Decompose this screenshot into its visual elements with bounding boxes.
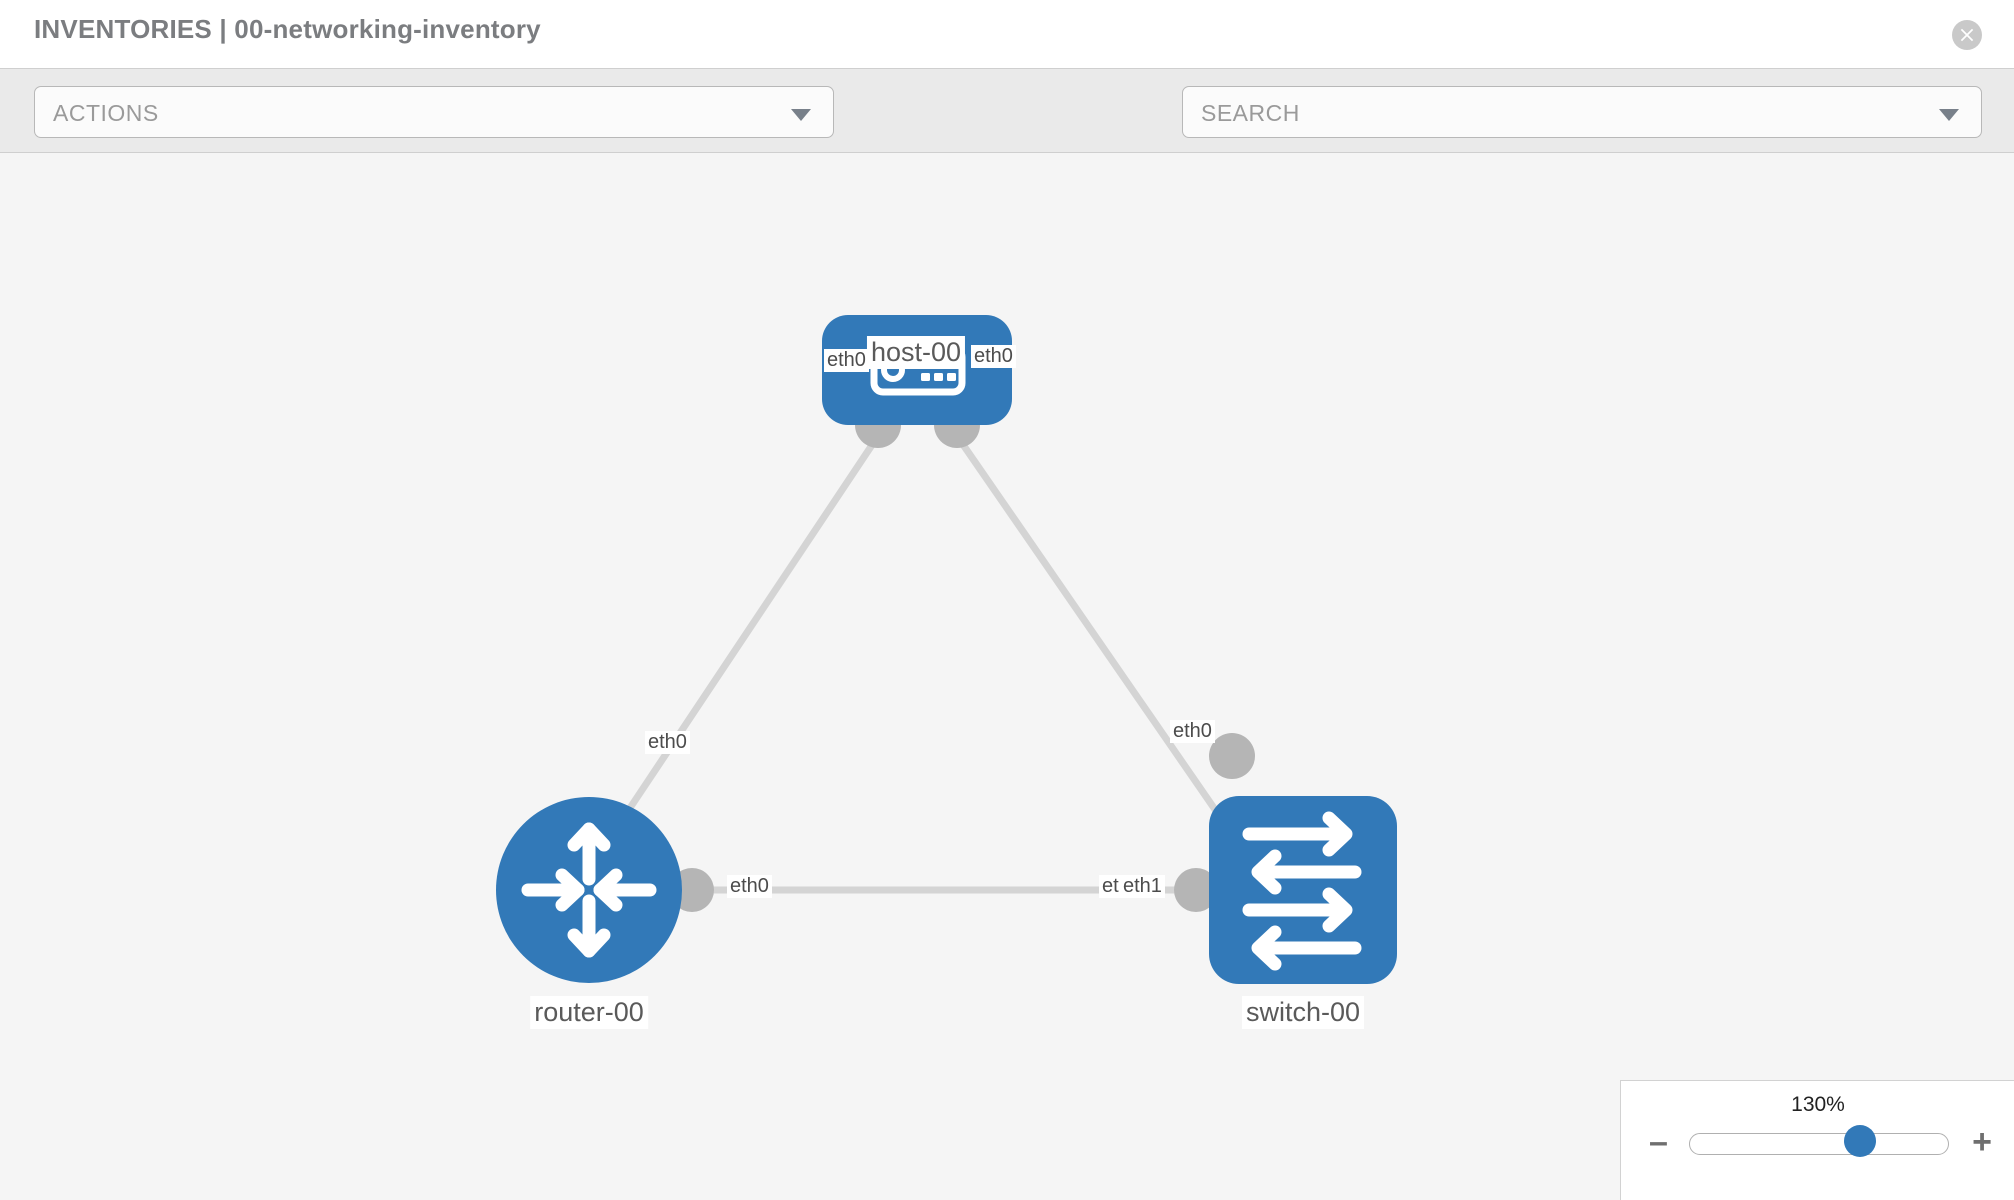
node-label-host: host-00 <box>866 336 966 369</box>
iface-label: eth1 <box>1120 875 1165 898</box>
node-label-switch: switch-00 <box>1241 996 1365 1029</box>
zoom-slider-track[interactable] <box>1689 1133 1949 1155</box>
zoom-out-button[interactable]: – <box>1649 1123 1668 1161</box>
actions-dropdown-label: ACTIONS <box>53 100 159 126</box>
zoom-percentage: 130% <box>1791 1093 1845 1116</box>
link-edges <box>597 431 1250 894</box>
link-ports <box>670 402 1255 912</box>
title-bar: INVENTORIES | 00-networking-inventory <box>0 0 2014 68</box>
link-host-switch <box>952 431 1248 855</box>
node-router-00 <box>496 797 682 983</box>
link-host-router <box>597 431 883 855</box>
actions-dropdown[interactable]: ACTIONS <box>34 86 834 138</box>
page-title: INVENTORIES | 00-networking-inventory <box>34 14 541 44</box>
topology-graph <box>496 315 1397 984</box>
iface-label: eth0 <box>727 875 772 898</box>
port-switch-nw <box>1209 733 1255 779</box>
iface-label: eth0 <box>645 731 690 754</box>
zoom-control: 130% – + <box>1620 1080 2014 1200</box>
zoom-in-button[interactable]: + <box>1972 1123 1992 1161</box>
chevron-down-icon <box>791 109 811 121</box>
iface-label: eth0 <box>1170 720 1215 743</box>
topology-canvas[interactable]: eth0 eth0 eth0 eth0 eth0 eth eth1 host-0… <box>0 153 2014 1200</box>
search-placeholder: SEARCH <box>1201 100 1300 126</box>
close-icon[interactable] <box>1952 20 1982 50</box>
port-switch-west <box>1174 868 1218 912</box>
node-label-router: router-00 <box>530 996 648 1029</box>
zoom-slider-thumb[interactable] <box>1844 1125 1877 1157</box>
toolbar: ACTIONS SEARCH <box>0 68 2014 201</box>
router-arrows-icon <box>521 822 657 958</box>
node-switch-00 <box>1209 796 1397 984</box>
search-input[interactable]: SEARCH <box>1182 86 1982 138</box>
switch-arrows-icon <box>1242 811 1362 971</box>
iface-label: eth0 <box>971 345 1016 368</box>
iface-label: eth0 <box>824 349 869 372</box>
chevron-down-icon[interactable] <box>1939 109 1959 121</box>
